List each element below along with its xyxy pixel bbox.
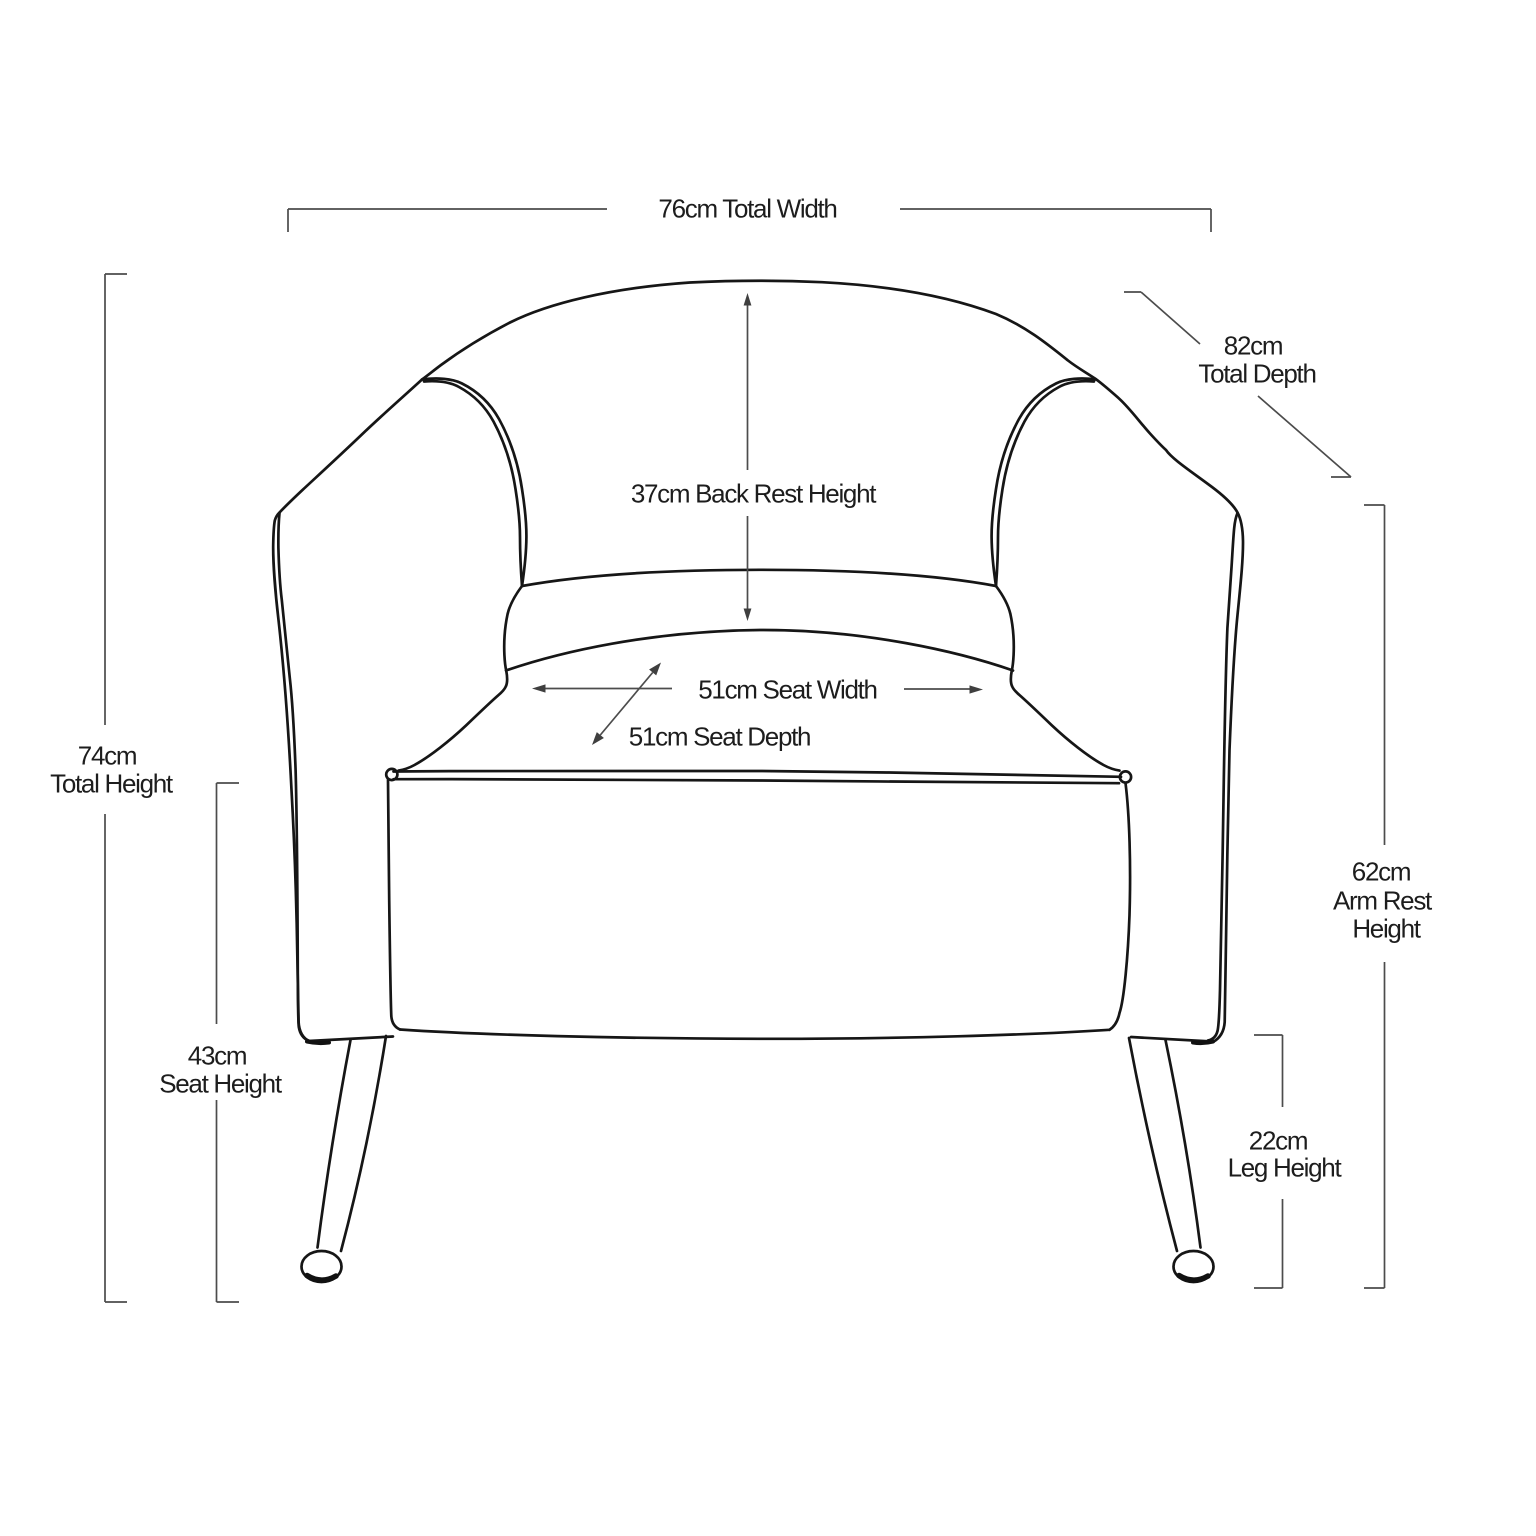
svg-text:22cm: 22cm xyxy=(1249,1126,1307,1156)
svg-text:76cm Total Width: 76cm Total Width xyxy=(658,194,836,224)
svg-text:Total Depth: Total Depth xyxy=(1198,359,1315,389)
svg-text:74cm: 74cm xyxy=(78,741,136,771)
svg-text:51cm Seat Width: 51cm Seat Width xyxy=(698,675,876,705)
svg-text:82cm: 82cm xyxy=(1224,331,1282,361)
svg-text:37cm Back Rest Height: 37cm Back Rest Height xyxy=(631,479,877,509)
svg-text:Arm Rest: Arm Rest xyxy=(1333,886,1433,916)
svg-text:Leg Height: Leg Height xyxy=(1228,1153,1343,1183)
svg-text:Seat Height: Seat Height xyxy=(159,1069,283,1099)
svg-text:43cm: 43cm xyxy=(188,1041,246,1071)
svg-text:51cm Seat Depth: 51cm Seat Depth xyxy=(629,722,810,752)
svg-text:Total Height: Total Height xyxy=(50,769,174,799)
svg-text:Height: Height xyxy=(1352,914,1421,944)
svg-text:62cm: 62cm xyxy=(1352,857,1410,887)
